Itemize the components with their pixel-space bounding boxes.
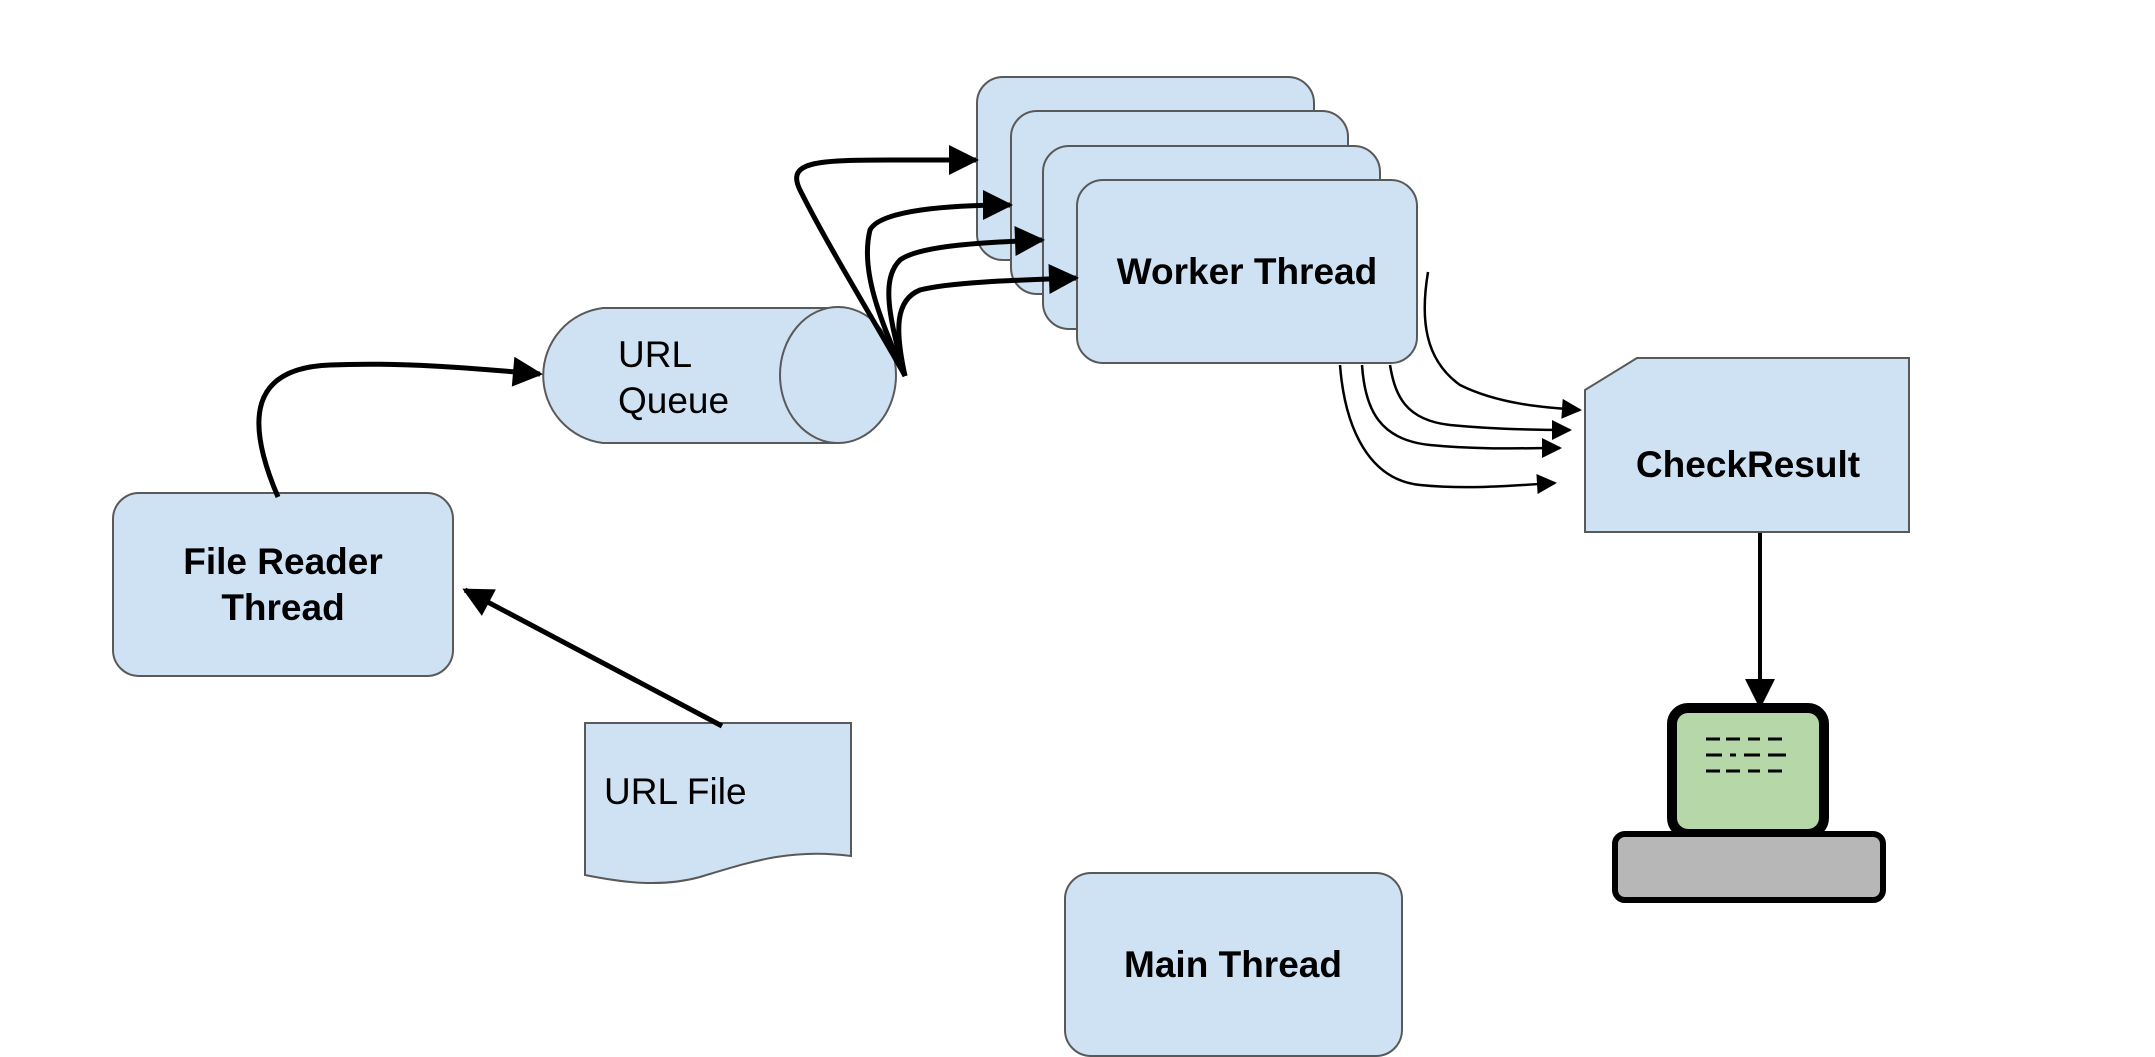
main-thread-label: Main Thread — [1124, 944, 1342, 985]
arrow-queue-to-worker-3 — [886, 226, 1045, 377]
connectors — [256, 145, 1775, 729]
worker-thread-stack: Worker Thread — [976, 76, 1418, 364]
url-queue-end-cap — [779, 306, 897, 444]
arrow-worker-to-result-1 — [1423, 271, 1582, 419]
main-thread-box — [1064, 872, 1403, 1057]
url-queue-label-line2: Queue — [618, 380, 729, 421]
file-reader-thread-box — [112, 492, 454, 677]
computer-base — [1612, 831, 1886, 903]
file-reader-thread-label-line2: Thread — [221, 587, 344, 628]
arrow-queue-to-worker-1 — [794, 145, 979, 378]
arrow-queue-to-worker-4 — [896, 263, 1079, 377]
url-file-label: URL File — [604, 771, 747, 812]
arrow-worker-to-result-2 — [1388, 364, 1572, 440]
arrow-worker-to-result-3 — [1360, 364, 1562, 459]
main-thread: Main Thread — [1064, 872, 1403, 1057]
arrow-worker-to-result-4 — [1338, 364, 1557, 495]
computer-screen-text — [1706, 737, 1786, 773]
url-queue-label-line1: URL — [618, 334, 692, 375]
url-file: URL File — [584, 722, 852, 885]
check-result-label: CheckResult — [1636, 444, 1860, 485]
computer-icon — [1612, 703, 1886, 903]
check-result-shape — [1584, 357, 1910, 533]
arrow-queue-to-worker-2 — [864, 190, 1013, 378]
arrow-urlfile-to-filereader — [462, 587, 724, 729]
file-reader-thread-label-line1: File Reader — [183, 541, 382, 582]
url-file-shape — [584, 722, 852, 885]
worker-thread-label: Worker Thread — [1117, 251, 1377, 292]
check-result: CheckResult — [1584, 357, 1910, 533]
url-queue: URL Queue — [542, 306, 897, 444]
file-reader-thread: File Reader Thread — [112, 492, 454, 677]
arrow-filereader-to-queue — [256, 356, 543, 498]
